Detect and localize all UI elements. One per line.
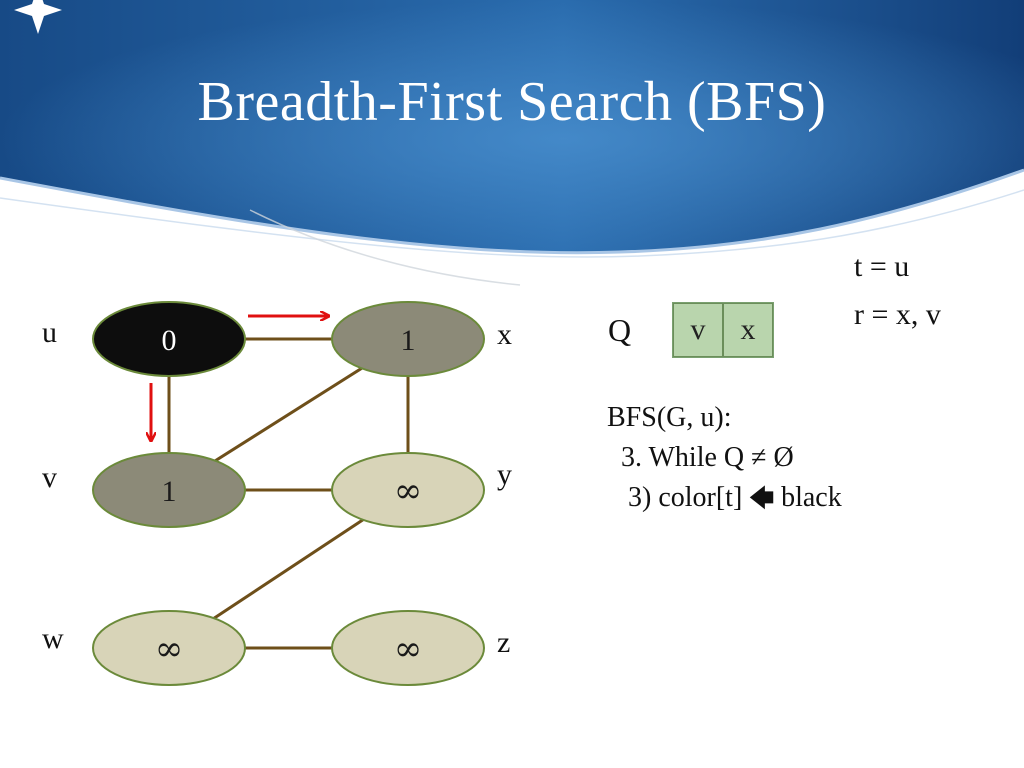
queue-label: Q xyxy=(608,312,632,348)
vertex-distance-v: 1 xyxy=(162,475,177,508)
left-arrow-icon: 🡄 xyxy=(749,484,775,512)
vertex-x: 1 xyxy=(331,301,485,377)
vertex-label-u: u xyxy=(42,316,57,349)
vertex-node-w xyxy=(92,610,246,686)
vertex-z: ∞ xyxy=(331,610,485,686)
vertex-node-u xyxy=(92,301,246,377)
vertex-distance-w: ∞ xyxy=(155,629,183,669)
code-text: 3) color[t] xyxy=(607,482,750,513)
vertex-label-v: v xyxy=(42,461,57,494)
queue: v x xyxy=(672,302,774,358)
vertex-w: ∞ xyxy=(92,610,246,686)
vertex-y: ∞ xyxy=(331,452,485,528)
vertex-distance-z: ∞ xyxy=(394,629,422,669)
queue-item: x xyxy=(723,303,773,357)
vertex-node-y xyxy=(331,452,485,528)
var-r: r = x, v xyxy=(854,298,941,331)
header-background xyxy=(0,0,1024,286)
queue-item: v xyxy=(673,303,723,357)
vertex-node-v xyxy=(92,452,246,528)
vertex-node-z xyxy=(331,610,485,686)
code-text: black xyxy=(774,482,842,513)
slide-title: Breadth-First Search (BFS) xyxy=(197,71,827,133)
vertex-u: 0 xyxy=(92,301,246,377)
vertex-distance-u: 0 xyxy=(162,324,177,357)
code-line: 3. While Q ≠ Ø xyxy=(607,442,794,473)
code-line: 3) color[t] 🡄 black xyxy=(607,478,842,518)
pseudocode: BFS(G, u): 3. While Q ≠ Ø 3) color[t] 🡄 … xyxy=(607,398,842,518)
var-t: t = u xyxy=(854,250,910,283)
vertex-node-x xyxy=(331,301,485,377)
vertex-label-z: z xyxy=(497,626,511,659)
sparkle-icon xyxy=(14,0,62,34)
vertex-label-y: y xyxy=(497,458,512,491)
vertex-v: 1 xyxy=(92,452,246,528)
vertex-label-x: x xyxy=(497,318,512,351)
vertex-label-w: w xyxy=(42,622,64,655)
vertex-distance-x: 1 xyxy=(401,324,416,357)
code-line: BFS(G, u): xyxy=(607,402,732,433)
vertex-distance-y: ∞ xyxy=(394,471,422,511)
